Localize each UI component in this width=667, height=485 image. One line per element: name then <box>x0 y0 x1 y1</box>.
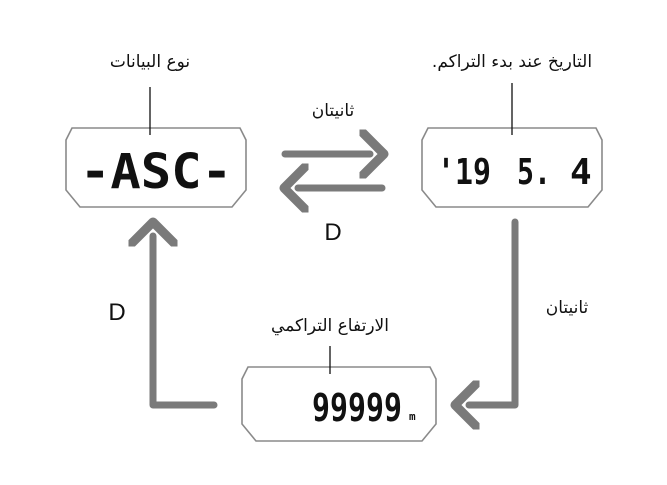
data-type-label: نوع البيانات <box>110 52 190 72</box>
date-screen: '19 5. 4 <box>421 127 603 208</box>
ascent-screen: 99999 m <box>241 366 437 442</box>
ascent-screen-frame <box>241 366 437 442</box>
left-arrow-label: D <box>108 299 125 326</box>
bottom-arrow-label: D <box>324 219 341 246</box>
arrow-date-to-ascent <box>469 218 519 405</box>
asc-screen: -ASC- <box>65 127 247 208</box>
right-arrow-label: ثانيتان <box>546 298 589 318</box>
date-year: '19 <box>437 152 491 193</box>
arrow-ascent-to-asc <box>153 236 218 409</box>
top-arrow-label: ثانيتان <box>312 101 355 121</box>
date-screen-frame <box>421 127 603 208</box>
ascent-unit: m <box>409 410 416 423</box>
cumulative-ascent-label: الارتفاع التراكمي <box>271 316 389 336</box>
asc-screen-frame <box>65 127 247 208</box>
asc-screen-text: -ASC- <box>80 144 232 200</box>
start-date-label: التاريخ عند بدء التراكم. <box>432 52 592 72</box>
ascent-value: 99999 <box>312 386 402 430</box>
date-day: 4 <box>570 152 592 193</box>
date-month: 5. <box>517 152 551 193</box>
